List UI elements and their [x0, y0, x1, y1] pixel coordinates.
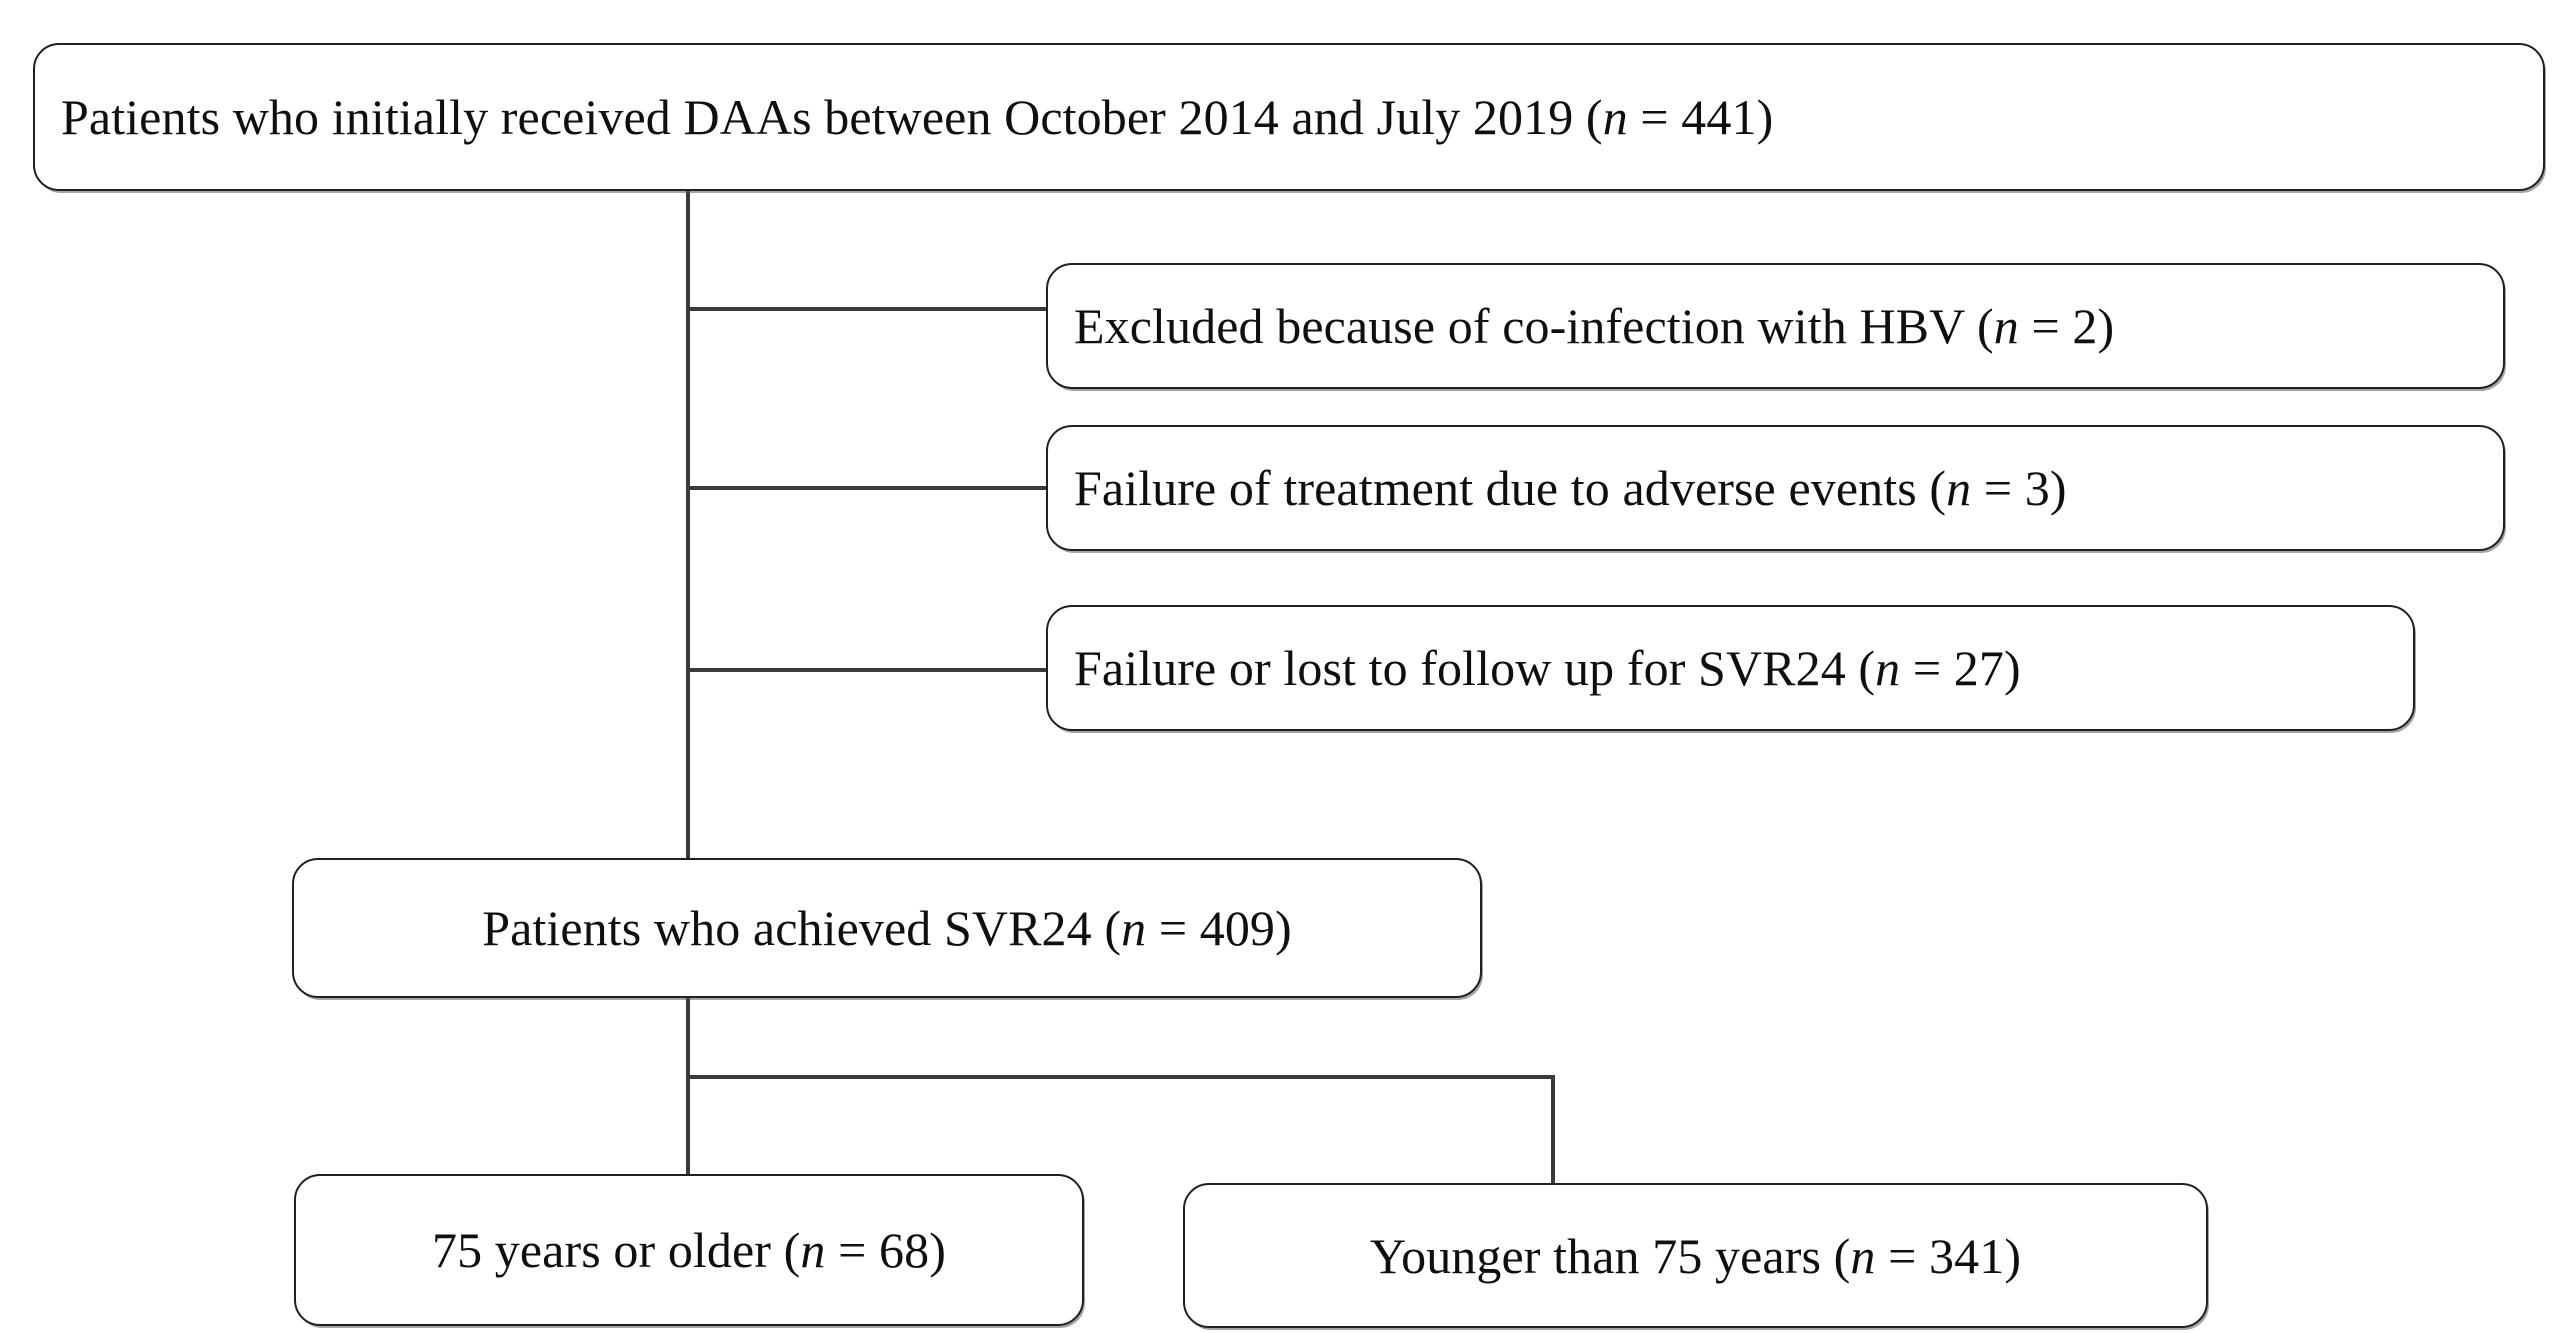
node-failure-adverse-label: Failure of treatment due to adverse even… [1074, 460, 2067, 516]
connector-trunk-main [686, 190, 690, 858]
connector-branch-followup [686, 668, 1048, 672]
node-failure-adverse-events[interactable]: Failure of treatment due to adverse even… [1046, 425, 2505, 551]
node-achieved-svr24[interactable]: Patients who achieved SVR24 (n = 409) [292, 858, 1482, 998]
connector-trunk-lower [686, 998, 690, 1174]
node-enrolled-cohort[interactable]: Patients who initially received DAAs bet… [33, 43, 2545, 191]
connector-split-horizontal [686, 1075, 1555, 1079]
node-excluded-hbv-label: Excluded because of co-infection with HB… [1074, 298, 2115, 354]
node-subgroup-younger-than-75[interactable]: Younger than 75 years (n = 341) [1183, 1183, 2208, 1328]
node-younger-label: Younger than 75 years (n = 341) [1369, 1227, 2022, 1284]
node-svr24-label: Patients who achieved SVR24 (n = 409) [482, 900, 1292, 956]
node-failure-followup-label: Failure or lost to follow up for SVR24 (… [1074, 640, 2021, 696]
connector-branch-adverse [686, 486, 1048, 490]
connector-branch-hbv [686, 307, 1048, 311]
connector-drop-younger [1551, 1075, 1555, 1183]
node-enrolled-label: Patients who initially received DAAs bet… [61, 89, 1774, 145]
node-subgroup-75-or-older[interactable]: 75 years or older (n = 68) [294, 1174, 1084, 1326]
node-excluded-hbv[interactable]: Excluded because of co-infection with HB… [1046, 263, 2505, 389]
node-older-label: 75 years or older (n = 68) [431, 1222, 946, 1278]
node-failure-lost-followup[interactable]: Failure or lost to follow up for SVR24 (… [1046, 605, 2415, 731]
